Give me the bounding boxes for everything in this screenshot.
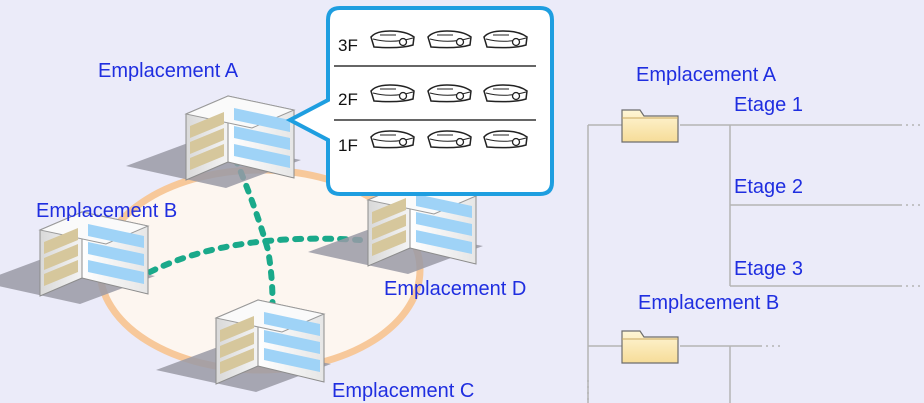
projector-icon [370,84,415,103]
tree-floor-3-label[interactable]: Etage 3 [734,258,803,280]
building-b-icon [0,211,156,305]
projector-icon [427,84,472,103]
tree-floor-2-label[interactable]: Etage 2 [734,176,803,198]
projector-icon [370,130,415,149]
tree-continuation [587,124,920,403]
site-b-label: Emplacement B [36,200,178,222]
site-d-label: Emplacement D [384,278,527,300]
tree-site-b-label[interactable]: Emplacement B [638,292,780,314]
projector-icon [370,30,415,49]
floor-label: 2F [338,90,358,109]
folder-icon[interactable] [621,109,679,143]
tree-lines [587,124,900,403]
link-a-c [232,155,276,321]
site-a-label: Emplacement A [98,60,239,82]
floor-label: 3F [338,36,358,55]
tree-site-a-label[interactable]: Emplacement A [636,64,777,86]
projector-icon [427,130,472,149]
projector-icon [483,30,528,49]
site-c-label: Emplacement C [332,380,475,402]
tree-floor-1-label[interactable]: Etage 1 [734,94,803,116]
floor-label: 1F [338,136,358,155]
folder-icon[interactable] [621,330,679,364]
link-b-d [147,235,363,275]
projector-icon [483,130,528,149]
projector-icon [427,30,472,49]
projector-icon [483,84,528,103]
